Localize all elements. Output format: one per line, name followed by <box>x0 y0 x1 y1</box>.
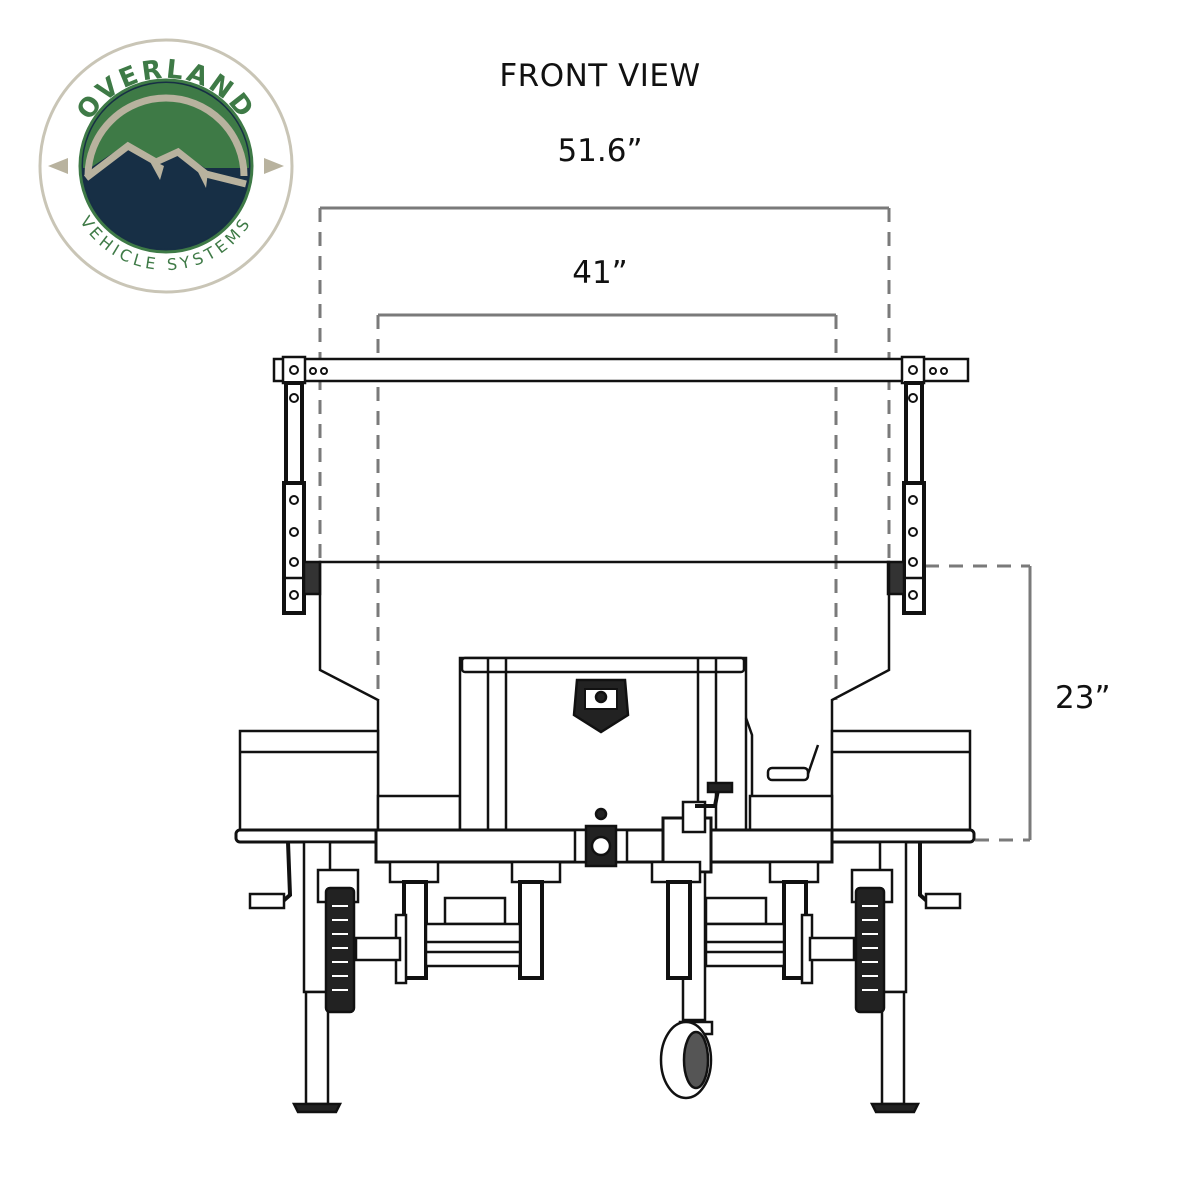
overall-width-label: 51.6” <box>557 133 643 169</box>
inner-width-label: 41” <box>572 255 628 291</box>
overland-vehicle-systems-logo: OVERLAND VEHICLE SYSTEMS <box>38 38 294 294</box>
height-label: 23” <box>1055 680 1111 716</box>
right-axle-assembly <box>650 860 820 985</box>
dimension-lines <box>318 206 1032 842</box>
top-rack-bar <box>272 357 970 383</box>
page-title: FRONT VIEW <box>499 58 701 94</box>
left-axle-assembly <box>388 860 562 985</box>
